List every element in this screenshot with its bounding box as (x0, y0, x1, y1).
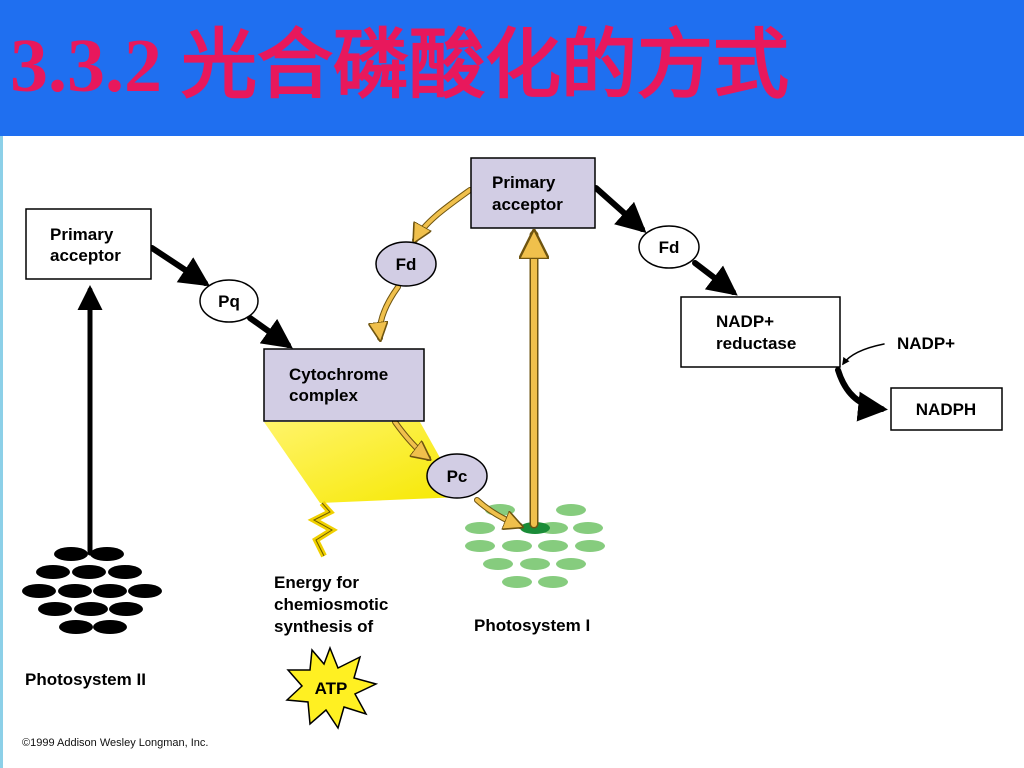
left-divider (0, 136, 3, 768)
photosystem-i-icon (465, 504, 605, 588)
pc-label: Pc (447, 467, 468, 486)
psi-primary-acceptor-box: Primary acceptor (470, 157, 596, 229)
energy-label-line2: chemiosmotic (274, 595, 388, 614)
psi-primary-acceptor-line2: acceptor (492, 195, 563, 214)
fd-noncyclic-label: Fd (659, 238, 680, 257)
nadph-box: NADPH (890, 387, 1003, 431)
nadp-reductase-box: NADP+ reductase (680, 296, 841, 368)
title-bar: 3.3.2 光合磷酸化的方式 (0, 0, 1024, 136)
cytochrome-complex-box: Cytochrome complex (263, 348, 425, 422)
nadph-label: NADPH (916, 400, 976, 419)
psii-primary-acceptor-box: Primary acceptor (25, 208, 152, 280)
fd-cyclic-label: Fd (396, 255, 417, 274)
psii-primary-acceptor-line2: acceptor (50, 246, 121, 265)
copyright-notice: ©1999 Addison Wesley Longman, Inc. (22, 737, 209, 749)
energy-label-line3: synthesis of (274, 617, 374, 636)
nadp-plus-label: NADP+ (897, 334, 955, 353)
atp-starburst: ATP (285, 645, 379, 730)
noncyclic-electron-flow-arrows (77, 185, 888, 556)
cytochrome-line2: complex (289, 386, 359, 405)
cyclic-electron-flow-arrows (380, 187, 534, 526)
pq-node: Pq (199, 279, 259, 323)
cytochrome-line1: Cytochrome (289, 365, 388, 384)
photosystem-ii-label: Photosystem II (25, 670, 146, 689)
energy-label-line1: Energy for (274, 573, 359, 592)
photosystem-ii-icon (22, 547, 162, 634)
atp-burst-icon (285, 645, 379, 730)
pq-label: Pq (218, 292, 240, 311)
atp-label: ATP (315, 679, 348, 698)
fd-noncyclic-node: Fd (638, 225, 700, 269)
psi-primary-acceptor-line1: Primary (492, 173, 556, 192)
photosystem-i-label: Photosystem I (474, 616, 590, 635)
nadp-reductase-line2: reductase (716, 334, 796, 353)
z-scheme-diagram: Primary acceptor Pq Cytochrome complex P… (22, 157, 1003, 730)
nadp-reductase-line1: NADP+ (716, 312, 774, 331)
psii-primary-acceptor-line1: Primary (50, 225, 114, 244)
fd-cyclic-node: Fd (375, 241, 437, 287)
pc-node: Pc (426, 453, 488, 499)
page-title: 3.3.2 光合磷酸化的方式 (10, 24, 789, 108)
